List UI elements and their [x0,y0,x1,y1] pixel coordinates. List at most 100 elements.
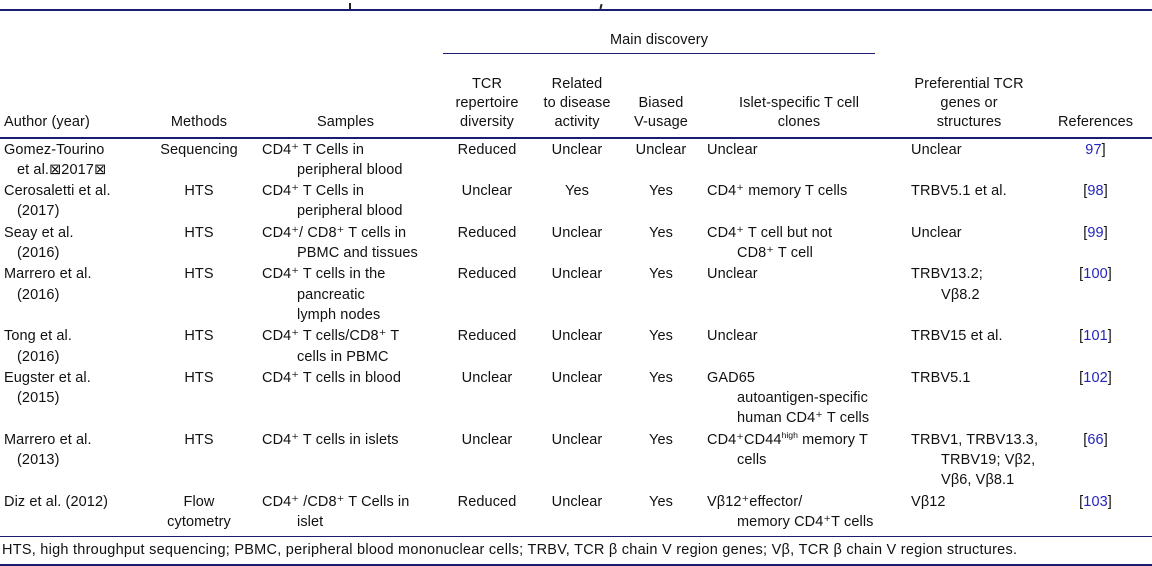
cell-reference: [102] [1039,367,1152,429]
ref-bracket: ] [1107,328,1112,345]
cell-samples: CD4⁺ T cells in blood [262,369,401,386]
ref-bracket: [ [1083,431,1088,448]
cell-tcr-diversity: Unclear [461,369,513,386]
col-header-author: Author (year) [0,74,150,139]
cell-samples: CD4⁺ T Cells in peripheral blood [262,183,403,220]
cell-reference: 97] [1039,138,1152,181]
table-row: Marrero et al. (2016) HTS CD4⁺ T cells i… [0,263,1152,325]
reference-link[interactable]: 99 [1087,224,1104,241]
col-header-references: References [1039,74,1152,139]
table-top-rule [0,9,1152,11]
column-header-row: Author (year) Methods Samples TCR repert… [0,74,1152,139]
cell-methods: Flow cytometry [150,490,248,538]
islet-text: memory T cells [737,431,868,469]
caption-descender-mark [349,3,351,9]
col-header-biased-v-usage: Biased V-usage [623,74,699,139]
table-row: Seay et al. (2016) HTS CD4⁺/ CD8⁺ T cell… [0,222,1152,264]
cell-disease-activity: Yes [565,183,589,200]
reference-link[interactable]: 100 [1083,266,1108,283]
ref-bracket: ] [1103,224,1108,241]
group-header-spacer [899,11,1152,75]
cell-islet-clones: GAD65 autoantigen-specific human CD4⁺ T … [707,369,870,427]
reference-link[interactable]: 66 [1087,431,1104,448]
cell-samples: CD4⁺ /CD8⁺ T Cells in islet [248,490,443,538]
cell-islet-clones: Vβ12⁺effector/ memory CD4⁺T cells [699,490,900,538]
cell-methods: HTS [184,328,214,345]
cell-preferential-tcr: TRBV5.1 et al. [911,183,1007,200]
cell-tcr-diversity: Reduced [457,266,517,283]
cell-disease-activity: Unclear [551,369,603,386]
reference-link[interactable]: 98 [1087,183,1104,200]
cell-islet-clones: Unclear [707,141,758,158]
col-header-related-to-disease-activity: Related to disease activity [531,74,623,139]
cell-biased-v-usage: Unclear [635,141,687,158]
cropped-caption-remnant [0,0,1152,10]
islet-text: CD4⁺CD44 [707,431,782,448]
cell-preferential-tcr: TRBV15 et al. [911,328,1003,345]
reference-link[interactable]: 103 [1083,493,1108,510]
cell-biased-v-usage: Yes [649,431,673,448]
caption-descender-mark [599,3,603,10]
cell-tcr-diversity: Unclear [461,431,513,448]
ref-bracket: [ [1079,266,1084,283]
cell-preferential-tcr: TRBV5.1 [911,369,971,386]
col-header-tcr-repertoire-diversity: TCR repertoire diversity [443,74,531,139]
table-row: Eugster et al. (2015) HTS CD4⁺ T cells i… [0,367,1152,429]
col-header-methods: Methods [150,74,248,139]
cell-methods: HTS [184,369,214,386]
col-header-samples: Samples [248,74,443,139]
cell-methods: HTS [184,183,214,200]
tcr-repertoire-studies-table: Main discovery Author (year) Methods Sam… [0,11,1152,538]
group-header-spacer [0,11,443,75]
cell-methods: HTS [184,224,214,241]
ref-bracket: ] [1103,431,1108,448]
cell-reference: [100] [1039,263,1152,325]
reference-link[interactable]: 101 [1083,328,1108,345]
cell-methods: Sequencing [160,141,238,158]
cell-preferential-tcr: Unclear [911,224,962,241]
reference-link[interactable]: 102 [1083,369,1108,386]
col-header-preferential-tcr-genes: Preferential TCR genes or structures [899,74,1040,139]
cell-samples: CD4⁺ T Cells in peripheral blood [262,141,403,178]
cell-author: Eugster et al. (2015) [4,369,91,407]
cell-islet-clones: CD4⁺ memory T cells [707,183,848,200]
group-header-main-discovery: Main discovery [443,31,876,55]
cell-tcr-diversity: Reduced [457,328,517,345]
cell-author: Diz et al. (2012) [0,490,150,538]
cell-tcr-diversity: Reduced [457,224,517,241]
cell-islet-clones: CD4⁺ T cell but not CD8⁺ T cell [707,224,833,262]
cell-tcr-diversity: Unclear [461,183,513,200]
cell-reference: [103] [1039,490,1152,538]
group-header-row: Main discovery [0,11,1152,75]
reference-link[interactable]: 97 [1085,141,1102,158]
cell-author: Gomez-Tourino et al.⊠2017⊠ [4,141,107,178]
cell-islet-clones: CD4⁺CD44high memory T cells [699,429,899,491]
cell-reference: [66] [1039,429,1152,491]
cell-disease-activity: Unclear [531,490,623,538]
cell-author: Marrero et al. (2013) [4,431,92,469]
table-row: Tong et al. (2016) HTS CD4⁺ T cells/CD8⁺… [0,325,1152,367]
cell-reference: [101] [1039,325,1152,367]
table-row: Gomez-Tourino et al.⊠2017⊠ Sequencing CD… [0,138,1152,181]
cell-disease-activity: Unclear [551,266,603,283]
cell-disease-activity: Unclear [551,224,603,241]
cell-methods: HTS [184,431,214,448]
cell-biased-v-usage: Yes [649,328,673,345]
cell-preferential-tcr: TRBV13.2; Vβ8.2 [911,266,983,303]
cell-author: Tong et al. (2016) [4,328,73,365]
cell-islet-clones: Unclear [707,266,758,283]
cell-author: Marrero et al. (2016) [4,266,92,303]
cell-biased-v-usage: Yes [649,224,673,241]
ref-bracket: [ [1083,224,1088,241]
cell-samples: CD4⁺ T cells in islets [262,431,399,448]
ref-bracket: [ [1079,493,1084,510]
ref-bracket: ] [1107,266,1112,283]
ref-bracket: [ [1079,369,1084,386]
ref-bracket: ] [1101,141,1106,158]
cell-author: Seay et al. (2016) [4,224,74,262]
cell-author: Cerosaletti et al. (2017) [4,183,111,220]
cell-disease-activity: Unclear [551,431,603,448]
cell-preferential-tcr: Vβ12 [899,490,1040,538]
table-row: Cerosaletti et al. (2017) HTS CD4⁺ T Cel… [0,180,1152,222]
cell-biased-v-usage: Yes [649,266,673,283]
